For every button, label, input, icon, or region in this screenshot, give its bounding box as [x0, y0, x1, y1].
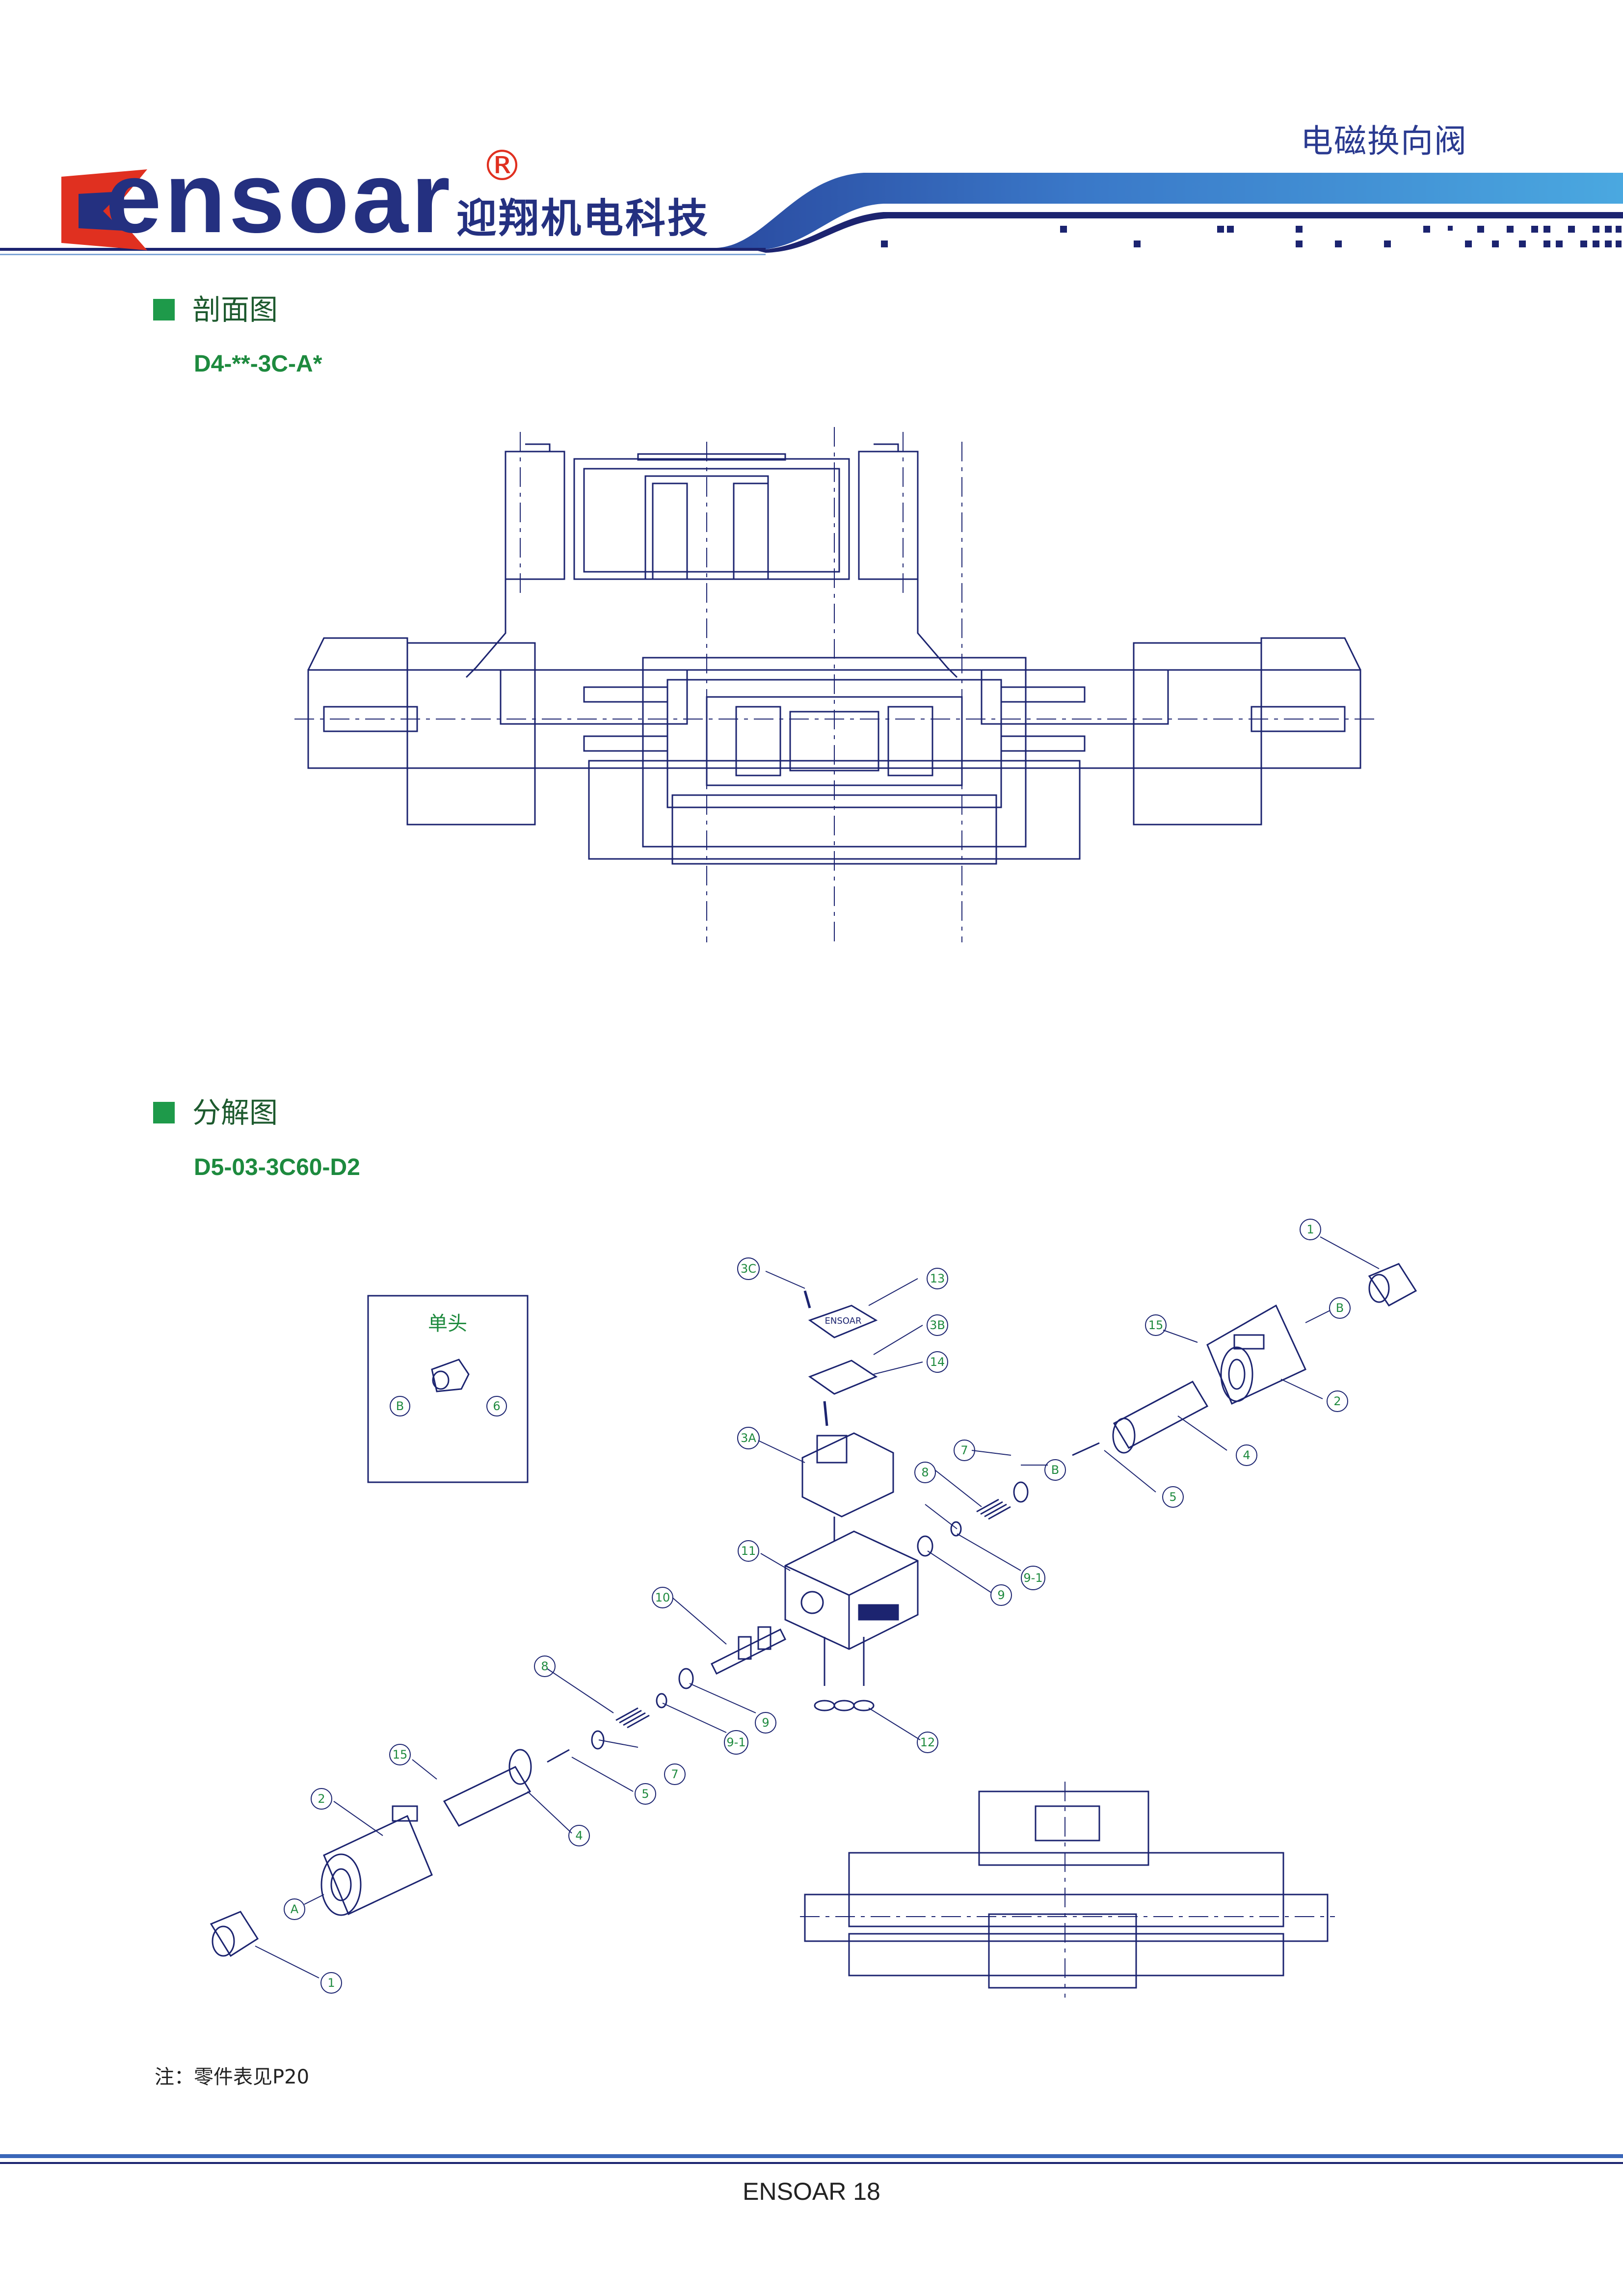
svg-text:10: 10: [655, 1591, 670, 1604]
callout-b-mid: B: [1044, 1459, 1066, 1481]
svg-text:9: 9: [762, 1716, 769, 1730]
terminal-block: [801, 1432, 894, 1541]
section-heading-cross-section: 剖面图: [153, 295, 278, 324]
callout-15-left: 15: [389, 1744, 411, 1765]
svg-text:9: 9: [997, 1588, 1005, 1602]
header-band: [0, 169, 1623, 255]
svg-text:11: 11: [741, 1544, 756, 1558]
green-square-icon: [153, 1102, 175, 1123]
svg-text:B: B: [1051, 1463, 1059, 1477]
svg-text:12: 12: [920, 1735, 935, 1749]
section-heading-text: 剖面图: [192, 293, 278, 326]
svg-text:14: 14: [930, 1355, 945, 1369]
svg-text:3C: 3C: [741, 1262, 756, 1276]
callout-4-left: 4: [568, 1825, 590, 1846]
callout-3b: 3B: [927, 1314, 948, 1336]
callout-8-left: 8: [534, 1655, 556, 1677]
armature-tubes: [443, 1381, 1209, 1827]
inset-label-6: 6: [493, 1399, 500, 1413]
svg-text:1: 1: [1306, 1223, 1314, 1236]
svg-text:8: 8: [541, 1659, 548, 1673]
svg-text:7: 7: [960, 1443, 968, 1457]
svg-text:3A: 3A: [741, 1431, 756, 1445]
svg-text:3B: 3B: [930, 1318, 945, 1332]
svg-text:15: 15: [393, 1748, 408, 1762]
svg-text:4: 4: [575, 1829, 583, 1842]
cover-plates: ENSOAR: [803, 1290, 878, 1426]
svg-text:A: A: [291, 1902, 299, 1916]
callout-9-left: 9: [755, 1712, 776, 1734]
inset-title: 单头: [428, 1312, 467, 1335]
callout-12: 12: [917, 1732, 938, 1753]
svg-text:9-1: 9-1: [1023, 1571, 1042, 1585]
solenoid-housing: [465, 443, 958, 678]
lock-nuts: [210, 1263, 1417, 1957]
callout-13: 13: [927, 1268, 948, 1289]
registered-mark: ®: [481, 141, 523, 190]
callout-1-bottom: 1: [320, 1972, 342, 1994]
callout-2-left: 2: [311, 1788, 332, 1810]
body-stamp: ENSOAR: [825, 1316, 862, 1326]
model-code-cross-section: D4-**-3C-A*: [194, 351, 322, 377]
callout-10: 10: [652, 1587, 673, 1608]
svg-text:9-1: 9-1: [726, 1735, 745, 1749]
company-name-cn: 迎翔机电科技: [456, 195, 710, 242]
model-code-exploded: D5-03-3C60-D2: [194, 1154, 360, 1180]
svg-text:7: 7: [671, 1767, 678, 1781]
svg-text:8: 8: [921, 1466, 929, 1479]
inset-single-head: 单头 B 6: [367, 1295, 529, 1483]
svg-text:1: 1: [327, 1976, 335, 1990]
svg-text:13: 13: [930, 1272, 945, 1285]
svg-text:5: 5: [1169, 1490, 1176, 1504]
callout-4-top: 4: [1236, 1444, 1257, 1466]
cross-section-drawing: [294, 427, 1374, 942]
parts-note: 注：零件表见P20: [155, 2066, 310, 2088]
push-pins: [547, 1442, 1100, 1763]
inset-label-b: B: [396, 1399, 404, 1413]
callout-a: A: [284, 1898, 305, 1920]
callout-7-left: 7: [664, 1763, 686, 1785]
logo-wordmark: ensoar: [106, 141, 453, 254]
svg-text:5: 5: [641, 1787, 649, 1801]
header-dot-pattern: [881, 226, 1622, 247]
callout-1-top: 1: [1300, 1219, 1321, 1240]
callout-8-right: 8: [914, 1462, 936, 1483]
svg-text:4: 4: [1243, 1448, 1250, 1462]
svg-text:15: 15: [1148, 1318, 1164, 1332]
callout-9-1-left: 9-1: [724, 1730, 748, 1755]
callout-9-right: 9: [990, 1584, 1012, 1606]
valve-body-block: [784, 1530, 919, 1711]
callout-balloons: 1 B 2 15 4 5 B 7 8 9-1 9 3C 13 3B 14 3A …: [284, 1219, 1351, 1994]
spool: [710, 1626, 787, 1675]
callout-b-top: B: [1329, 1297, 1351, 1319]
section-heading-exploded: 分解图: [153, 1098, 278, 1127]
svg-text:B: B: [1336, 1301, 1344, 1315]
page-number: ENSOAR 18: [743, 2178, 880, 2205]
springs-and-rings: [591, 1481, 1029, 1750]
svg-text:2: 2: [318, 1792, 325, 1806]
callout-11: 11: [738, 1540, 759, 1562]
spring-coils: [583, 686, 1086, 752]
solenoid-coils: [320, 1304, 1306, 1916]
callout-5-top: 5: [1162, 1486, 1184, 1508]
callout-14: 14: [927, 1351, 948, 1373]
callout-3a: 3A: [737, 1427, 760, 1449]
callout-3c: 3C: [737, 1257, 760, 1280]
callout-9-1-right: 9-1: [1021, 1566, 1045, 1590]
leader-lines: [255, 1236, 1380, 1978]
svg-text:2: 2: [1333, 1394, 1341, 1408]
callout-2-top: 2: [1327, 1390, 1348, 1412]
exploded-view-drawing: 单头 B 6 ENSOAR: [210, 1219, 1417, 1998]
section-heading-text: 分解图: [192, 1096, 278, 1129]
callout-5-left: 5: [635, 1783, 656, 1805]
mini-cross-section: [800, 1782, 1335, 1998]
center-lines: [294, 427, 1374, 942]
callout-15-top: 15: [1145, 1314, 1167, 1336]
logo-mark: [61, 169, 147, 250]
green-square-icon: [153, 299, 175, 320]
document-title: 电磁换向阀: [1301, 122, 1467, 160]
footer-rule: [0, 2154, 1623, 2164]
callout-7-right: 7: [954, 1440, 975, 1461]
